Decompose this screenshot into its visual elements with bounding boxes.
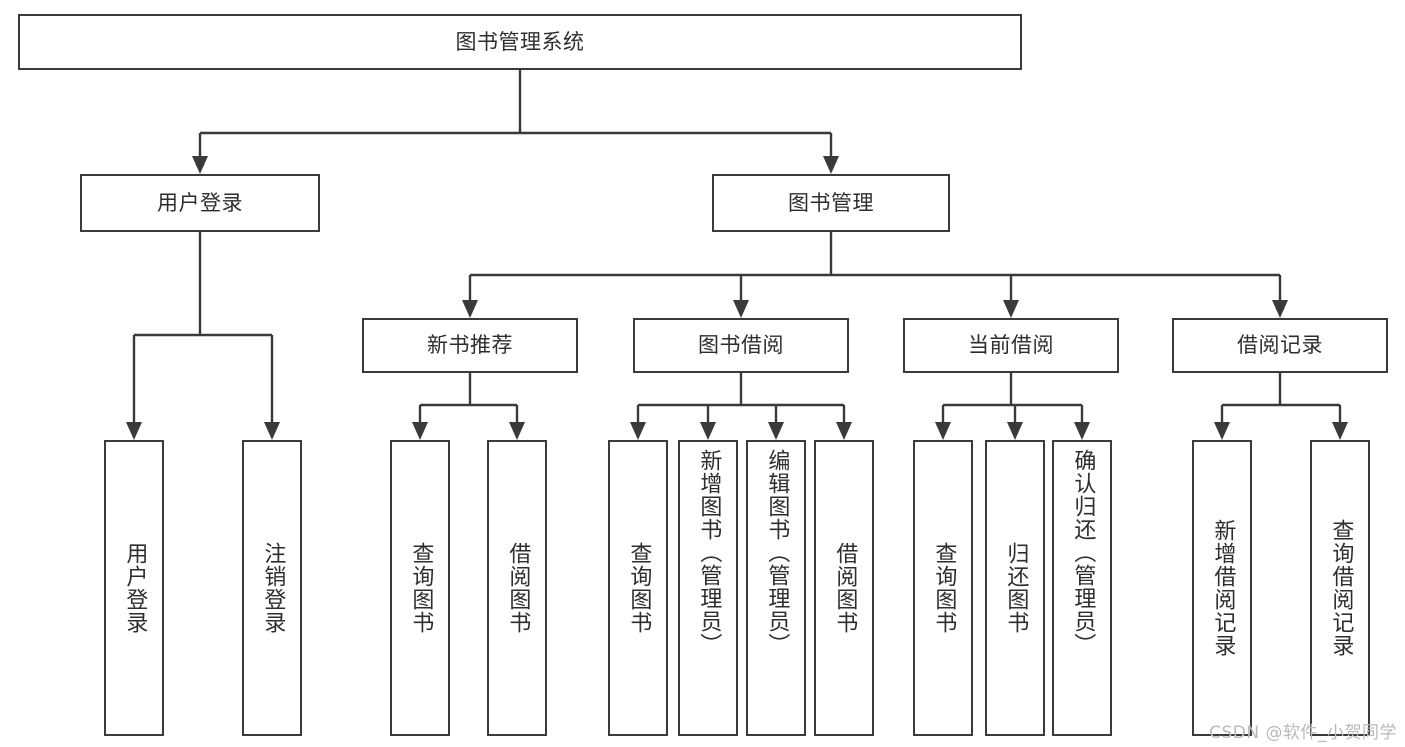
edge-newbookrec-bus bbox=[412, 373, 525, 440]
leaf-add-book-label: 新增图书（管理员） bbox=[696, 449, 722, 656]
leaf-query-book-rec[interactable]: 查询图书 bbox=[390, 440, 450, 736]
leaf-query-record-label: 查询借阅记录 bbox=[1328, 519, 1354, 657]
node-book-borrow[interactable]: 图书借阅 bbox=[633, 318, 849, 373]
leaf-query-book-cur[interactable]: 查询图书 bbox=[913, 440, 973, 736]
edge-currentborrow-bus bbox=[935, 373, 1090, 440]
leaf-return-book-label: 归还图书 bbox=[1003, 542, 1029, 634]
leaf-logout-label: 注销登录 bbox=[260, 542, 286, 634]
edge-bookborrow-bus bbox=[630, 373, 852, 440]
leaf-borrow-book-bor-label: 借阅图书 bbox=[832, 542, 858, 634]
node-new-book-rec-label: 新书推荐 bbox=[427, 333, 513, 358]
node-user-login-label: 用户登录 bbox=[157, 190, 243, 215]
leaf-query-book-cur-label: 查询图书 bbox=[931, 542, 957, 634]
leaf-edit-book[interactable]: 编辑图书（管理员） bbox=[746, 440, 806, 736]
edge-borrowrecord-bus bbox=[1214, 373, 1348, 440]
node-borrow-record[interactable]: 借阅记录 bbox=[1172, 318, 1388, 373]
leaf-query-book-bor-label: 查询图书 bbox=[626, 542, 652, 634]
node-new-book-rec[interactable]: 新书推荐 bbox=[362, 318, 578, 373]
edge-root-bus bbox=[192, 70, 839, 174]
leaf-add-book[interactable]: 新增图书（管理员） bbox=[678, 440, 738, 736]
leaf-edit-book-label: 编辑图书（管理员） bbox=[764, 449, 790, 656]
edge-bookmanage-bus bbox=[462, 232, 1288, 318]
node-book-manage-label: 图书管理 bbox=[788, 190, 874, 215]
leaf-borrow-book-bor[interactable]: 借阅图书 bbox=[814, 440, 874, 736]
leaf-borrow-book-rec[interactable]: 借阅图书 bbox=[487, 440, 547, 736]
watermark: CSDN @软件_小贺同学 bbox=[1209, 723, 1397, 743]
node-current-borrow-label: 当前借阅 bbox=[968, 333, 1054, 358]
leaf-logout[interactable]: 注销登录 bbox=[242, 440, 302, 736]
node-book-manage[interactable]: 图书管理 bbox=[712, 174, 950, 232]
node-root-label: 图书管理系统 bbox=[455, 29, 585, 54]
leaf-query-book-bor[interactable]: 查询图书 bbox=[608, 440, 668, 736]
node-borrow-record-label: 借阅记录 bbox=[1237, 333, 1323, 358]
node-book-borrow-label: 图书借阅 bbox=[698, 333, 784, 358]
leaf-user-login[interactable]: 用户登录 bbox=[104, 440, 164, 736]
leaf-add-record[interactable]: 新增借阅记录 bbox=[1192, 440, 1252, 736]
node-user-login[interactable]: 用户登录 bbox=[80, 174, 320, 232]
leaf-confirm-return[interactable]: 确认归还（管理员） bbox=[1052, 440, 1112, 736]
leaf-confirm-return-label: 确认归还（管理员） bbox=[1070, 449, 1096, 656]
leaf-add-record-label: 新增借阅记录 bbox=[1210, 519, 1236, 657]
leaf-borrow-book-rec-label: 借阅图书 bbox=[505, 542, 531, 634]
leaf-query-book-rec-label: 查询图书 bbox=[408, 542, 434, 634]
leaf-return-book[interactable]: 归还图书 bbox=[985, 440, 1045, 736]
node-current-borrow[interactable]: 当前借阅 bbox=[903, 318, 1119, 373]
edge-userlogin-bus bbox=[126, 232, 280, 440]
node-root[interactable]: 图书管理系统 bbox=[18, 14, 1022, 70]
leaf-query-record[interactable]: 查询借阅记录 bbox=[1310, 440, 1370, 736]
leaf-user-login-label: 用户登录 bbox=[122, 542, 148, 634]
